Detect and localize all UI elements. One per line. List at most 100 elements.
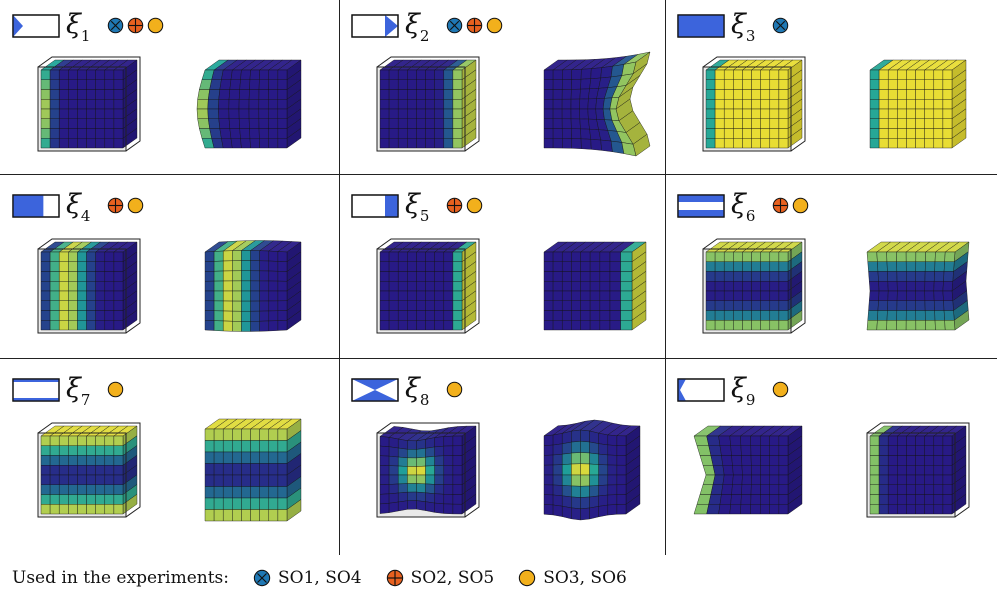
experiment-badges [446, 381, 463, 398]
deformed-block-6 [866, 241, 970, 331]
cross-circle-icon [772, 17, 789, 34]
grid-divider [0, 358, 997, 359]
mode-cell-4: ξ4 [0, 174, 339, 358]
experiment-badges [107, 17, 164, 34]
plus-circle-icon [772, 197, 789, 214]
mode-cell-1: ξ1 [0, 0, 339, 174]
mode-label: ξ2 [405, 9, 429, 44]
mode-symbol: ξ [731, 189, 746, 220]
mode-shape-figures [376, 51, 651, 157]
legend-label: SO2, SO5 [410, 568, 495, 588]
mode-index: 1 [80, 27, 91, 46]
undeformed-block-6 [702, 238, 806, 334]
cross-circle-icon [446, 17, 463, 34]
mode-symbol: ξ [405, 373, 420, 404]
deformed-block-3 [869, 59, 967, 149]
footer-legend: Used in the experiments: SO1, SO4 SO2, S… [12, 565, 627, 591]
mode-index: 9 [745, 391, 756, 410]
mode-index: 6 [745, 207, 756, 226]
deformed-block-4 [204, 240, 302, 332]
mode-shape-figures [693, 422, 970, 518]
deformed-block-2 [543, 51, 651, 157]
filled-circle-icon [772, 381, 789, 398]
mode-shape-figures [37, 418, 302, 522]
experiment-badges [772, 17, 789, 34]
mode-shape-figures [37, 56, 302, 152]
mode-shape-figures [702, 238, 970, 334]
experiment-badges [772, 381, 789, 398]
mode-label: ξ9 [731, 373, 756, 410]
undeformed-block-4 [37, 238, 141, 334]
mode-label: ξ7 [66, 375, 90, 408]
footer-lead: Used in the experiments: [12, 568, 229, 588]
mode-cell-2: ξ2 [339, 0, 665, 174]
mode-symbol: ξ [405, 9, 420, 40]
region-indicator-right-triangle-icon [351, 14, 399, 38]
undeformed-block-8 [376, 422, 480, 518]
undeformed-block-7 [37, 422, 141, 518]
legend-item-so1-so4: SO1, SO4 [253, 568, 362, 588]
mode-label: ξ6 [731, 189, 756, 226]
plus-circle-icon [466, 17, 483, 34]
deformed-block-8 [543, 419, 641, 521]
mode-label: ξ4 [66, 189, 91, 226]
mode-symbol: ξ [405, 189, 420, 220]
mode-grid [0, 0, 997, 555]
mode-cell-5: ξ5 [339, 174, 665, 358]
grid-divider [339, 0, 340, 555]
mode-shape-figures [37, 238, 302, 334]
mode-cell-3: ξ3 [665, 0, 997, 174]
deformed-block-7 [204, 418, 302, 522]
mode-cell-6: ξ6 [665, 174, 997, 358]
mode-index: 3 [745, 27, 756, 46]
filled-circle-icon [519, 569, 536, 587]
legend-item-so2-so5: SO2, SO5 [386, 568, 495, 588]
undeformed-block-5 [376, 238, 480, 334]
filled-circle-icon [107, 381, 124, 398]
region-indicator-bowtie-icon [351, 378, 399, 402]
mode-cell-7: ξ7 [0, 358, 339, 555]
experiment-badges [446, 17, 503, 34]
mode-label: ξ1 [66, 9, 91, 46]
grid-divider [0, 174, 997, 175]
region-indicator-left-notch-icon [677, 378, 725, 402]
mode-shape-figures [376, 419, 641, 521]
grid-divider [665, 0, 666, 555]
cross-circle-icon [107, 17, 124, 34]
mode-label: ξ5 [405, 189, 430, 226]
mode-symbol: ξ [66, 189, 81, 220]
undeformed-block-2 [376, 56, 480, 152]
mode-cell-8: ξ8 [339, 358, 665, 555]
experiment-badges [107, 381, 124, 398]
mode-index: 8 [419, 391, 430, 410]
deformed-block-1 [196, 59, 302, 149]
mode-label: ξ3 [731, 9, 756, 46]
plus-circle-icon [446, 197, 463, 214]
undeformed-block-1 [37, 56, 141, 152]
mode-symbol: ξ [66, 9, 81, 40]
filled-circle-icon [446, 381, 463, 398]
mode-symbol: ξ [731, 373, 746, 404]
plus-circle-icon [107, 197, 124, 214]
filled-circle-icon [466, 197, 483, 214]
region-indicator-right-strip-icon [351, 194, 399, 218]
region-indicator-full-rect-icon [677, 14, 725, 38]
region-indicator-top-bottom-thin-icon [12, 378, 60, 402]
undeformed-block-9 [693, 425, 803, 515]
filled-circle-icon [792, 197, 809, 214]
undeformed-block-3 [702, 56, 806, 152]
experiment-badges [446, 197, 483, 214]
plus-circle-icon [127, 17, 144, 34]
experiment-badges [107, 197, 144, 214]
legend-label: SO1, SO4 [278, 568, 362, 588]
mode-shape-figures [702, 56, 967, 152]
deformed-block-5 [543, 241, 647, 331]
mode-label: ξ8 [405, 373, 430, 410]
mode-index: 4 [80, 207, 91, 226]
mode-cell-9: ξ9 [665, 358, 997, 555]
experiment-badges [772, 197, 809, 214]
mode-shape-figures [376, 238, 647, 334]
mode-index: 5 [419, 207, 430, 226]
deformed-block-9 [866, 422, 970, 518]
mode-symbol: ξ [731, 9, 746, 40]
